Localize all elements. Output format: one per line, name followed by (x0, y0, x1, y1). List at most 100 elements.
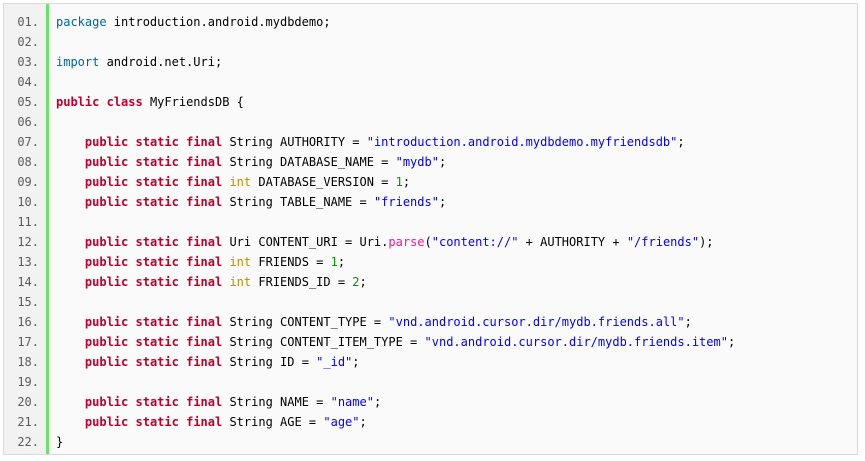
line-number: 10. (17, 195, 39, 209)
code-token: static (135, 255, 179, 269)
code-token: + AUTHORITY + (518, 235, 627, 249)
line-source: public static final String AGE = "age"; (56, 412, 367, 432)
code-token: static (135, 275, 179, 289)
line-number: 02. (17, 35, 39, 49)
code-token: ; (359, 415, 367, 429)
code-token (179, 315, 186, 329)
code-token: public (84, 395, 129, 409)
code-line: 18. public static final String ID = "_id… (4, 352, 857, 372)
code-token: class (106, 95, 143, 109)
code-token: final (186, 195, 223, 209)
line-number: 21. (17, 415, 39, 429)
code-token (128, 275, 135, 289)
indent (56, 175, 85, 189)
line-number: 09. (17, 175, 39, 189)
code-line: 03.import android.net.Uri; (4, 52, 857, 72)
code-token: ; (438, 195, 447, 209)
line-number: 16. (17, 315, 39, 329)
code-token: final (186, 235, 223, 249)
line-number: 18. (17, 355, 39, 369)
code-line: 05.public class MyFriendsDB { (4, 92, 857, 112)
code-token (179, 395, 186, 409)
line-number: 07. (17, 135, 39, 149)
code-line: 07. public static final String AUTHORITY… (4, 132, 857, 152)
code-token: static (135, 335, 179, 349)
code-token: final (186, 395, 223, 409)
code-line: 17. public static final String CONTENT_I… (4, 332, 857, 352)
code-token: final (186, 135, 223, 149)
code-token: public (84, 355, 129, 369)
code-token: String AGE = (222, 415, 324, 429)
code-token (128, 175, 135, 189)
indent (56, 155, 85, 169)
code-token: static (135, 355, 179, 369)
code-line: 22.} (4, 432, 857, 452)
code-token (179, 415, 186, 429)
line-source: public static final int FRIENDS_ID = 2; (56, 272, 367, 292)
indent (56, 235, 85, 249)
code-token: static (135, 135, 179, 149)
code-token: int (229, 255, 252, 269)
code-token: String ID = (222, 355, 317, 369)
code-token: 2 (352, 275, 360, 289)
code-token: FRIENDS = (251, 255, 331, 269)
code-lines: 01.package introduction.android.mydbdemo… (4, 12, 857, 452)
code-token: ; (402, 175, 411, 189)
line-number: 08. (17, 155, 39, 169)
code-token: static (135, 395, 179, 409)
code-token (179, 195, 186, 209)
code-token: introduction.android.mydbdemo; (106, 15, 331, 29)
indent (56, 195, 85, 209)
line-source: public static final String TABLE_NAME = … (56, 192, 446, 212)
code-token: String TABLE_NAME = (222, 195, 374, 209)
code-token: "age" (323, 415, 360, 429)
line-number: 15. (17, 295, 39, 309)
code-line: 21. public static final String AGE = "ag… (4, 412, 857, 432)
code-token: "introduction.android.mydbdemo.myfriends… (366, 135, 678, 149)
indent (56, 395, 85, 409)
code-token (179, 335, 186, 349)
line-number: 03. (17, 55, 39, 69)
code-token: "name" (330, 395, 374, 409)
code-token: "_id" (316, 355, 353, 369)
code-line: 13. public static final int FRIENDS = 1; (4, 252, 857, 272)
code-line: 19. (4, 372, 857, 392)
code-token: ; (337, 255, 346, 269)
code-token (128, 395, 135, 409)
line-source: public static final int DATABASE_VERSION… (56, 172, 410, 192)
code-token: ; (684, 315, 692, 329)
code-token: DATABASE_VERSION = (251, 175, 396, 189)
code-token: final (186, 335, 223, 349)
line-source: public static final String CONTENT_TYPE … (56, 312, 692, 332)
code-token: public (84, 155, 129, 169)
code-line: 10. public static final String TABLE_NAM… (4, 192, 857, 212)
code-token: public (84, 255, 129, 269)
code-token (179, 275, 186, 289)
line-source: public static final String ID = "_id"; (56, 352, 360, 372)
code-token (128, 335, 135, 349)
code-token: "/friends" (626, 235, 700, 249)
code-token: ; (359, 275, 367, 289)
code-token: String NAME = (222, 395, 331, 409)
code-token: final (186, 155, 223, 169)
code-token: ; (677, 135, 685, 149)
code-token (179, 255, 186, 269)
code-line: 12. public static final Uri CONTENT_URI … (4, 232, 857, 252)
code-block: 01.package introduction.android.mydbdemo… (3, 3, 858, 455)
line-source: public static final Uri CONTENT_URI = Ur… (56, 232, 714, 252)
code-line: 02. (4, 32, 857, 52)
code-token: final (186, 275, 223, 289)
code-token: String AUTHORITY = (222, 135, 367, 149)
code-token: public (84, 235, 129, 249)
code-line: 14. public static final int FRIENDS_ID =… (4, 272, 857, 292)
line-number: 04. (17, 75, 39, 89)
line-number: 13. (17, 255, 39, 269)
line-source: } (56, 432, 63, 452)
code-token: } (56, 435, 64, 449)
code-token (179, 135, 186, 149)
code-token: "friends" (373, 195, 439, 209)
line-source: public static final String DATABASE_NAME… (56, 152, 446, 172)
code-token: "vnd.android.cursor.dir/mydb.friends.all… (388, 315, 685, 329)
code-token: public (84, 275, 129, 289)
code-token: int (229, 175, 252, 189)
